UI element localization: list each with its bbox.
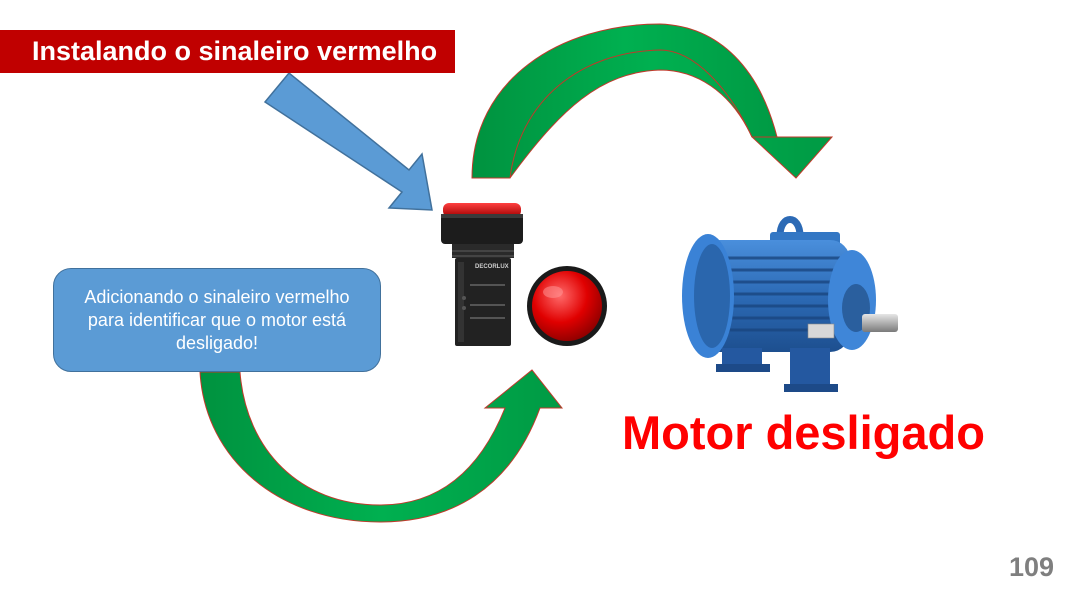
electric-motor-image [682,216,898,392]
callout-box: Adicionando o sinaleiro vermelho para id… [53,268,381,372]
top-curved-arrow [471,23,834,179]
pilot-light-lens-image [527,266,607,346]
slide-title-banner: Instalando o sinaleiro vermelho [0,30,455,73]
pilot-light-brand-label: DECORLUX [475,264,509,270]
bottom-curved-arrow [199,369,564,523]
callout-text: Adicionando o sinaleiro vermelho para id… [84,286,350,353]
motor-status-label: Motor desligado [622,406,985,459]
blue-pointer-arrow [263,71,433,211]
page-number: 109 [1008,552,1054,582]
pilot-light-image: DECORLUX [441,203,523,346]
